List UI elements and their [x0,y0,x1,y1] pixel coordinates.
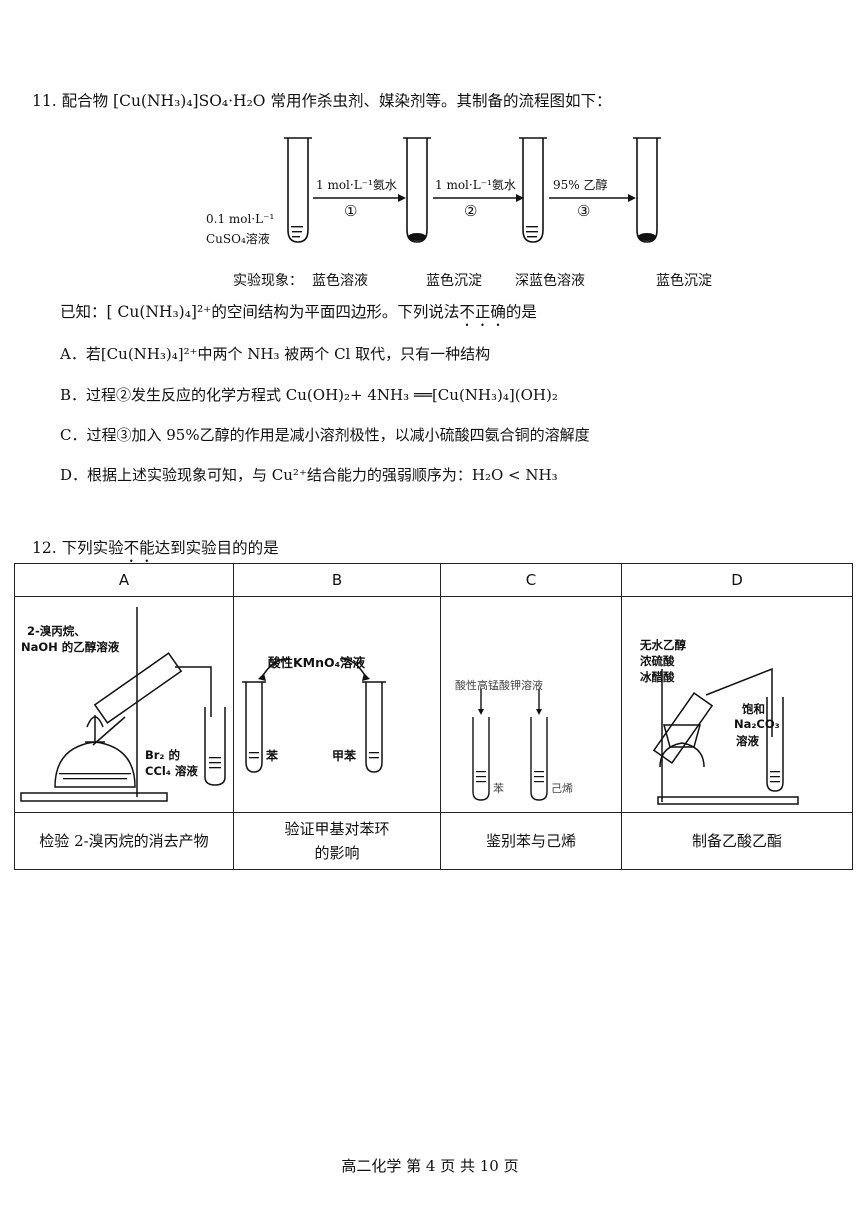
q11-known: 已知：[ Cu(NH₃)₄]²⁺的空间结构为平面四边形。下列说法不正确的是 [60,303,537,321]
figure-b-right-label: 甲苯 [332,749,357,763]
figure-d-solution-3: 溶液 [736,734,759,748]
caption-b-line2: 的影响 [314,844,360,862]
figure-b-cell: 酸性KMnO₄溶液 苯 甲苯 [233,596,441,813]
figure-a-trap-2: CCl₄ 溶液 [145,764,198,778]
caption-a: 检验 2-溴丙烷的消去产物 [14,812,234,870]
apparatus-c [472,689,548,801]
test-tube-2 [406,138,428,243]
q11-flow-diagram [284,137,661,243]
phenomenon-2: 蓝色沉淀 [426,273,482,289]
figure-d-reagent-2: 浓硫酸 [640,654,675,668]
figure-d-reagent-3: 冰醋酸 [640,670,675,684]
arrow1-label: 1 mol·L⁻¹氨水 [316,178,397,192]
caption-c: 鉴别苯与己烯 [440,812,622,870]
header-c[interactable]: C [440,563,622,597]
figure-b-reagent: 酸性KMnO₄溶液 [268,655,366,670]
q12-number: 12. [32,539,57,557]
figure-c-left-label: 苯 [493,782,504,795]
q11-stem: 11. 配合物 [Cu(NH₃)₄]SO₄·H₂O 常用作杀虫剂、媒染剂等。其制… [32,92,612,110]
figure-a-reagent-2: NaOH 的乙醇溶液 [21,640,120,654]
figure-c-right-label: 己烯 [551,782,573,795]
arrow3-step: ③ [577,202,591,220]
start-reagent-line2: CuSO₄溶液 [206,232,270,246]
caption-d: 制备乙酸乙酯 [621,812,853,870]
table-header-row: A B C D [14,563,853,597]
figure-d-reagent-1: 无水乙醇 [640,638,686,652]
header-b[interactable]: B [233,563,441,597]
q11-option-b[interactable]: B．过程②发生反应的化学方程式 Cu(OH)₂+ 4NH₃ ══[Cu(NH₃)… [60,386,558,404]
q12-stem: 12. 下列实验不能达到实验目的的是 [32,539,279,557]
q12-options-table: A B C D [14,563,853,870]
phenomenon-4: 蓝色沉淀 [656,273,712,289]
figure-a-trap-1: Br₂ 的 [145,748,180,762]
test-tube-3 [522,138,544,243]
emphasis-cannot: 不能 [123,539,155,557]
table-caption-row: 检验 2-溴丙烷的消去产物 验证甲基对苯环 的影响 鉴别苯与己烯 制备乙酸乙酯 [14,812,853,870]
apparatus-b [242,658,386,773]
q11-option-d[interactable]: D．根据上述实验现象可知，与 Cu²⁺结合能力的强弱顺序为：H₂O < NH₃ [60,466,558,484]
arrow2-label: 1 mol·L⁻¹氨水 [435,178,516,192]
figure-a-reagent-1: 2-溴丙烷、 [27,624,86,638]
q11-option-a[interactable]: A．若[Cu(NH₃)₄]²⁺中两个 NH₃ 被两个 Cl 取代，只有一种结构 [60,345,491,363]
q11-formula: [Cu(NH₃)₄]SO₄·H₂O [113,92,266,110]
phenomenon-label: 实验现象： [233,273,303,289]
caption-b: 验证甲基对苯环 的影响 [233,812,441,870]
page-footer: 高二化学 第 4 页 共 10 页 [341,1157,519,1175]
caption-b-line1: 验证甲基对苯环 [284,820,390,838]
arrow2-step: ② [464,202,478,220]
figure-c-reagent: 酸性高锰酸钾溶液 [455,679,543,692]
phenomenon-1: 蓝色溶液 [312,273,368,289]
start-reagent-line1: 0.1 mol·L⁻¹ [206,212,275,226]
arrow3-label: 95% 乙醇 [553,178,608,192]
apparatus-a [20,607,226,802]
figure-d-cell: 无水乙醇 浓硫酸 冰醋酸 饱和 Na₂CO₃ 溶液 [621,596,853,813]
apparatus-d [652,667,799,805]
table-figure-row: 2-溴丙烷、 NaOH 的乙醇溶液 Br₂ 的 CCl₄ 溶液 [14,596,853,813]
q11-option-c[interactable]: C．过程③加入 95%乙醇的作用是减小溶剂极性，以减小硫酸四氨合铜的溶解度 [60,426,590,444]
emphasis-not-correct: 不正确 [459,303,506,321]
phenomenon-3: 深蓝色溶液 [515,273,585,289]
header-d[interactable]: D [621,563,853,597]
header-a[interactable]: A [14,563,234,597]
q11-number: 11. [32,92,57,110]
figure-d-solution-2: Na₂CO₃ [734,717,780,731]
test-tube-4 [636,138,658,243]
figure-c-cell: 酸性高锰酸钾溶液 苯 己烯 [440,596,622,813]
figure-a-cell: 2-溴丙烷、 NaOH 的乙醇溶液 Br₂ 的 CCl₄ 溶液 [14,596,234,813]
arrow1-step: ① [344,202,358,220]
figure-d-solution-1: 饱和 [742,702,765,716]
figure-b-left-label: 苯 [266,749,279,763]
test-tube-1 [287,138,309,243]
